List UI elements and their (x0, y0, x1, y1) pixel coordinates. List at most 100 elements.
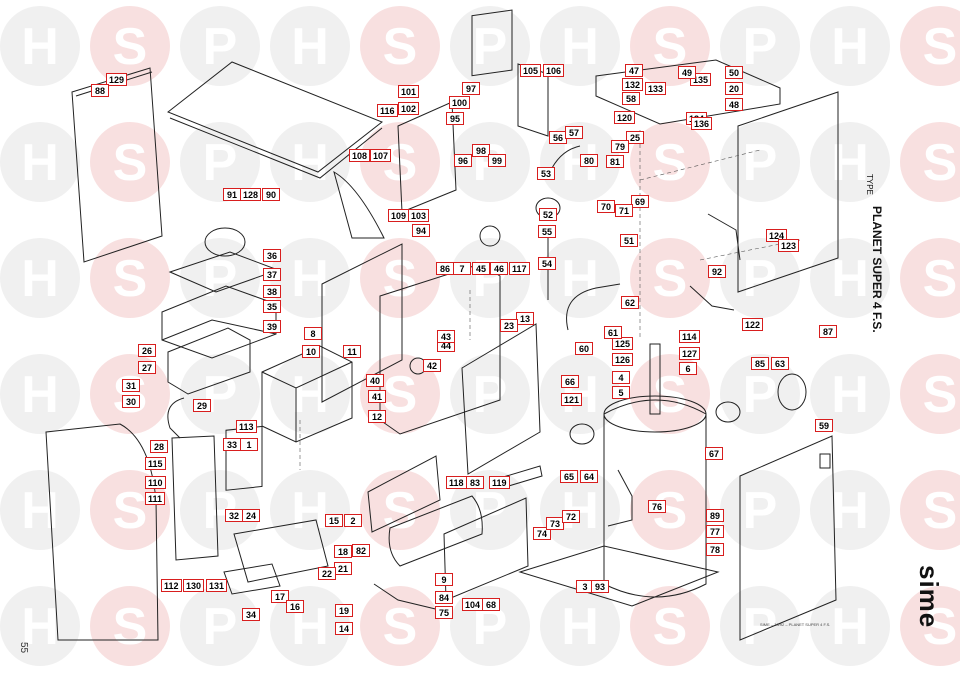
part-label[interactable]: 60 (575, 342, 593, 355)
part-label[interactable]: 123 (778, 239, 800, 252)
part-label[interactable]: 19 (335, 604, 353, 617)
part-label[interactable]: 129 (106, 73, 128, 86)
part-label[interactable]: 66 (561, 375, 579, 388)
part-label[interactable]: 122 (742, 318, 764, 331)
part-label[interactable]: 57 (565, 126, 583, 139)
part-label[interactable]: 128 (240, 188, 262, 201)
part-label[interactable]: 67 (705, 447, 723, 460)
part-label[interactable]: 43 (437, 330, 455, 343)
part-label[interactable]: 121 (561, 393, 583, 406)
part-label[interactable]: 117 (509, 262, 530, 275)
part-label[interactable]: 42 (423, 359, 441, 372)
part-label[interactable]: 118 (446, 476, 467, 489)
part-label[interactable]: 51 (620, 234, 638, 247)
part-label[interactable]: 97 (462, 82, 480, 95)
part-label[interactable]: 9 (435, 573, 453, 586)
part-label[interactable]: 21 (334, 562, 352, 575)
part-label[interactable]: 98 (472, 144, 490, 157)
part-label[interactable]: 55 (538, 225, 556, 238)
part-label[interactable]: 47 (625, 64, 643, 77)
part-label[interactable]: 93 (591, 580, 609, 593)
part-label[interactable]: 25 (626, 131, 644, 144)
part-label[interactable]: 102 (398, 102, 420, 115)
part-label[interactable]: 52 (539, 208, 557, 221)
part-label[interactable]: 103 (408, 209, 430, 222)
part-label[interactable]: 76 (648, 500, 666, 513)
part-label[interactable]: 112 (161, 579, 182, 592)
part-label[interactable]: 62 (621, 296, 639, 309)
part-label[interactable]: 124 (766, 229, 788, 242)
part-label[interactable]: 16 (286, 600, 304, 613)
part-label[interactable]: 73 (546, 517, 564, 530)
part-label[interactable]: 107 (370, 149, 392, 162)
part-label[interactable]: 10 (302, 345, 320, 358)
part-label[interactable]: 131 (206, 579, 228, 592)
part-label[interactable]: 11 (343, 345, 361, 358)
part-label[interactable]: 17 (271, 590, 289, 603)
part-label[interactable]: 87 (819, 325, 837, 338)
part-label[interactable]: 5 (612, 386, 630, 399)
part-label[interactable]: 133 (645, 82, 667, 95)
part-label[interactable]: 115 (145, 457, 166, 470)
part-label[interactable]: 91 (223, 188, 241, 201)
part-label[interactable]: 32 (225, 509, 243, 522)
part-label[interactable]: 58 (622, 92, 640, 105)
part-label[interactable]: 50 (725, 66, 743, 79)
part-label[interactable]: 99 (488, 154, 506, 167)
part-label[interactable]: 88 (91, 84, 109, 97)
part-label[interactable]: 89 (706, 509, 724, 522)
part-label[interactable]: 38 (263, 285, 281, 298)
part-label[interactable]: 4 (612, 371, 630, 384)
part-label[interactable]: 56 (549, 131, 567, 144)
part-label[interactable]: 106 (543, 64, 565, 77)
part-label[interactable]: 24 (242, 509, 260, 522)
part-label[interactable]: 61 (604, 326, 622, 339)
part-label[interactable]: 63 (771, 357, 789, 370)
part-label[interactable]: 109 (388, 209, 410, 222)
part-label[interactable]: 40 (366, 374, 384, 387)
part-label[interactable]: 28 (150, 440, 168, 453)
part-label[interactable]: 82 (352, 544, 370, 557)
part-label[interactable]: 6 (679, 362, 697, 375)
part-label[interactable]: 27 (138, 361, 156, 374)
part-label[interactable]: 95 (446, 112, 464, 125)
part-label[interactable]: 53 (537, 167, 555, 180)
part-label[interactable]: 90 (262, 188, 280, 201)
part-label[interactable]: 46 (490, 262, 508, 275)
part-label[interactable]: 30 (122, 395, 140, 408)
part-label[interactable]: 77 (706, 525, 724, 538)
part-label[interactable]: 45 (472, 262, 490, 275)
part-label[interactable]: 119 (489, 476, 510, 489)
part-label[interactable]: 83 (466, 476, 484, 489)
part-label[interactable]: 111 (145, 492, 166, 505)
part-label[interactable]: 20 (725, 82, 743, 95)
part-label[interactable]: 85 (751, 357, 769, 370)
part-label[interactable]: 7 (453, 262, 471, 275)
part-label[interactable]: 8 (304, 327, 322, 340)
part-label[interactable]: 127 (679, 347, 701, 360)
part-label[interactable]: 1 (240, 438, 258, 451)
part-label[interactable]: 26 (138, 344, 156, 357)
part-label[interactable]: 78 (706, 543, 724, 556)
part-label[interactable]: 2 (344, 514, 362, 527)
part-label[interactable]: 65 (560, 470, 578, 483)
part-label[interactable]: 14 (335, 622, 353, 635)
part-label[interactable]: 64 (580, 470, 598, 483)
part-label[interactable]: 39 (263, 320, 281, 333)
part-label[interactable]: 130 (183, 579, 205, 592)
part-label[interactable]: 75 (435, 606, 453, 619)
part-label[interactable]: 18 (334, 545, 352, 558)
part-label[interactable]: 37 (263, 268, 281, 281)
part-label[interactable]: 94 (412, 224, 430, 237)
part-label[interactable]: 104 (462, 598, 484, 611)
part-label[interactable]: 48 (725, 98, 743, 111)
part-label[interactable]: 110 (145, 476, 166, 489)
part-label[interactable]: 108 (349, 149, 371, 162)
part-label[interactable]: 86 (436, 262, 454, 275)
part-label[interactable]: 36 (263, 249, 281, 262)
part-label[interactable]: 33 (223, 438, 241, 451)
part-label[interactable]: 132 (622, 78, 644, 91)
part-label[interactable]: 49 (678, 66, 696, 79)
part-label[interactable]: 92 (708, 265, 726, 278)
part-label[interactable]: 54 (538, 257, 556, 270)
